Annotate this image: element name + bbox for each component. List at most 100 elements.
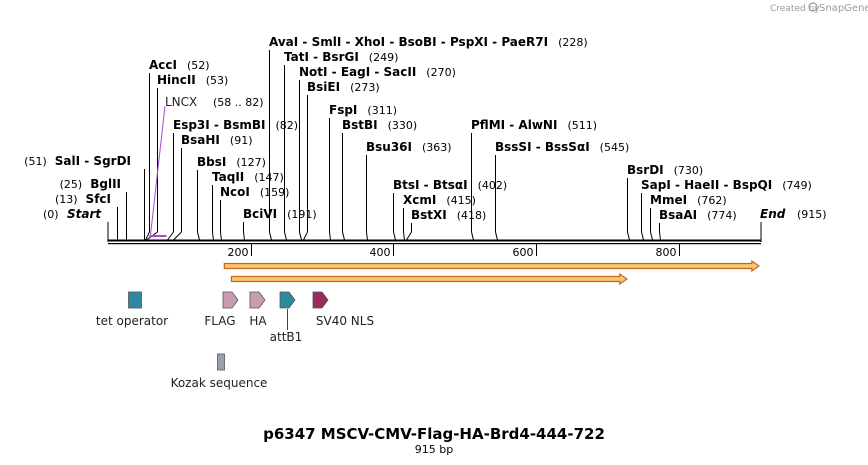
- site-leader-bend: [220, 231, 222, 241]
- watermark-brand: SnapGene: [819, 3, 868, 14]
- site-pflmi[interactable]: PflMI - AlwNI (511): [471, 118, 597, 241]
- site-leader-bend: [173, 231, 182, 241]
- orf-arrow[interactable]: [230, 272, 628, 286]
- site-position: (273): [350, 81, 380, 94]
- backbone-bottom-strand: [108, 243, 761, 245]
- ruler-tick-label: 800: [656, 246, 677, 259]
- site-fspi[interactable]: FspI(311): [329, 103, 397, 241]
- site-taqii[interactable]: TaqII(147): [212, 170, 284, 241]
- site-position: (545): [600, 141, 630, 154]
- site-leader-bend: [403, 231, 405, 241]
- start-label: Start: [67, 207, 102, 221]
- sequence-ends: (0) Start End (915): [43, 207, 827, 242]
- site-btsi[interactable]: BtsI - BtsαI(402): [393, 178, 507, 241]
- primer-leader-line: [149, 105, 166, 237]
- site-bcivi[interactable]: BciVI (191): [243, 207, 317, 241]
- site-label: PflMI - AlwNI: [471, 118, 557, 132]
- sequence-backbone: [108, 239, 761, 245]
- site-bstxi[interactable]: BstXI(418): [406, 208, 487, 241]
- end-label: End: [760, 207, 786, 221]
- feature-label: Kozak sequence: [171, 376, 268, 390]
- site-position: (51): [24, 155, 47, 168]
- site-acci[interactable]: AccI(52): [145, 58, 210, 241]
- site-label: BglII: [90, 177, 121, 191]
- site-label: BsiEI: [307, 80, 340, 94]
- site-label: HincII: [157, 73, 196, 87]
- site-leader-bend: [243, 231, 245, 241]
- site-sfci[interactable]: SfcI(13): [55, 192, 118, 240]
- site-hincii[interactable]: HincII(53): [146, 73, 229, 241]
- site-bsahi[interactable]: BsaHI(91): [173, 133, 253, 241]
- site-position: (363): [422, 141, 452, 154]
- feature-kozak-sequence[interactable]: Kozak sequence: [171, 353, 268, 390]
- site-leader-bend: [659, 231, 661, 241]
- site-noti[interactable]: NotI - EagI - SacII(270): [299, 65, 456, 241]
- restriction-sites: SfcI(13)BglII(25) SalI - SgrDI (51) AccI(52…: [24, 35, 812, 241]
- site-xcmi[interactable]: XcmI(415): [403, 193, 476, 241]
- site-bsu36i[interactable]: Bsu36I(363): [366, 140, 452, 241]
- site-bsssi[interactable]: BssSI - BssSαI(545): [495, 140, 630, 241]
- feature-ha[interactable]: HA: [249, 291, 267, 328]
- site-label: MmeI: [650, 193, 687, 207]
- site-position: (228): [558, 36, 588, 49]
- feature-sv40-nls[interactable]: SV40 NLS: [312, 291, 374, 328]
- feature-attb1[interactable]: attB1: [270, 291, 303, 344]
- site-label: BsaAI: [659, 208, 697, 222]
- orf-arrow[interactable]: [223, 259, 760, 273]
- feature-arrow: [222, 291, 239, 309]
- site-bbsi[interactable]: BbsI(127): [197, 155, 266, 241]
- snapgene-watermark: Created by SnapGene: [770, 2, 868, 14]
- site-mmei[interactable]: MmeI (762): [650, 193, 727, 241]
- feature-arrow: [279, 291, 296, 309]
- site-avai[interactable]: AvaI - SmlI - XhoI - BsoBI - PspXI - Pae…: [269, 35, 588, 241]
- site-position: (249): [369, 51, 399, 64]
- site-bsaai[interactable]: BsaAI (774): [659, 208, 737, 241]
- site-label: NcoI: [220, 185, 250, 199]
- site-leader-bend: [167, 231, 174, 241]
- site-position: (511): [567, 119, 597, 132]
- site-leader-bend: [641, 231, 644, 241]
- site-position: (330): [388, 119, 418, 132]
- site-position: (774): [707, 209, 737, 222]
- site-leader-bend: [406, 231, 412, 241]
- site-leader-bend: [145, 231, 150, 241]
- site-bglii[interactable]: BglII(25): [60, 177, 127, 240]
- feature-tet-operator[interactable]: tet operator: [96, 291, 168, 328]
- site-leader-bend: [284, 231, 287, 241]
- site-sapi[interactable]: SapI - HaeII - BspQI(749): [641, 178, 812, 241]
- primer-lncx[interactable]: LNCX (58 .. 82): [149, 95, 264, 237]
- site-label: SalI - SgrDI: [55, 154, 131, 168]
- feature-label: HA: [249, 314, 267, 328]
- site-leader-bend: [650, 231, 653, 241]
- site-leader-bend: [393, 231, 396, 241]
- site-label: XcmI: [403, 193, 436, 207]
- site-position: (762): [697, 194, 727, 207]
- site-label: BsaHI: [181, 133, 220, 147]
- site-label: FspI: [329, 103, 357, 117]
- site-label: BstXI: [411, 208, 447, 222]
- site-leader-bend: [366, 231, 368, 241]
- site-esp3i[interactable]: Esp3I - BsmBI(82): [167, 118, 299, 241]
- site-leader-bend: [495, 231, 498, 241]
- site-tati[interactable]: TatI - BsrGI(249): [284, 50, 399, 241]
- site-label: BciVI: [243, 207, 277, 221]
- site-bstbi[interactable]: BstBI(330): [342, 118, 418, 241]
- site-bsrdi[interactable]: BsrDI(730): [627, 163, 703, 241]
- open-reading-frames: [223, 259, 760, 286]
- site-sali[interactable]: SalI - SgrDI (51): [24, 154, 145, 240]
- site-bsiei[interactable]: BsiEI (273): [303, 80, 380, 241]
- ruler-tick-label: 400: [370, 246, 391, 259]
- feature-flag[interactable]: FLAG: [204, 291, 239, 328]
- site-position: (749): [782, 179, 812, 192]
- site-label: NotI - EagI - SacII: [299, 65, 416, 79]
- site-position: (52): [187, 59, 210, 72]
- site-leader-bend: [471, 231, 474, 241]
- site-leader-bend: [299, 231, 302, 241]
- ruler-tick-label: 200: [228, 246, 249, 259]
- site-label: AvaI - SmlI - XhoI - BsoBI - PspXI - Pae…: [269, 35, 548, 49]
- end-position: (915): [797, 208, 827, 221]
- site-ncoi[interactable]: NcoI(159): [220, 185, 289, 241]
- site-position: (191): [287, 208, 317, 221]
